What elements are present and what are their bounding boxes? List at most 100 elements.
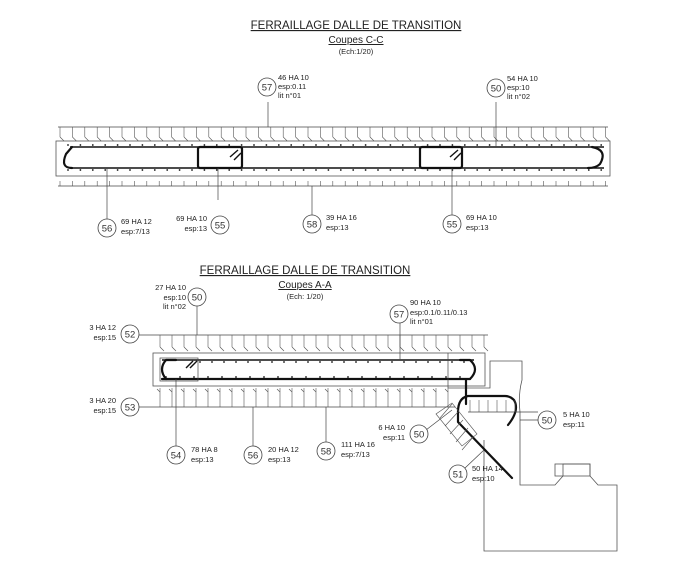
bar-dot (367, 361, 369, 363)
tick (320, 136, 325, 142)
bar-dot (116, 169, 119, 171)
tick (219, 346, 225, 352)
bar-dot (445, 376, 447, 378)
tick (518, 136, 524, 142)
bar-dot (377, 169, 379, 171)
bar-dot (501, 169, 503, 171)
tick (291, 346, 297, 352)
mark-circle (257, 77, 277, 97)
bar-dot (375, 376, 377, 378)
stirrup-left (159, 357, 199, 382)
bar-dot (104, 169, 107, 171)
bar-dot (235, 361, 237, 363)
stirrup-hook (229, 149, 239, 158)
tick (307, 136, 313, 142)
bar-dot (451, 361, 453, 363)
mark-number: 56 (102, 224, 113, 235)
mark-spacing: esp:0.1/0.11/0.13 (410, 308, 467, 317)
tick (243, 346, 249, 352)
tick (315, 346, 321, 352)
bar-dot (391, 361, 393, 363)
mark-label: 46 HA 10 (278, 73, 309, 82)
bar-dot (327, 144, 330, 146)
bar-dot (476, 144, 479, 146)
bar-dot (550, 144, 553, 146)
tick (171, 136, 176, 142)
tick (360, 388, 365, 393)
stirrup-hook (189, 360, 198, 369)
tick (406, 136, 412, 142)
mark-spacing: esp:15 (93, 406, 116, 415)
bar-dot (488, 169, 491, 171)
tick (420, 388, 425, 393)
mark-50: 50 27 HA 10 esp:10 lit n°02 (155, 283, 207, 311)
bar-dot (439, 144, 441, 146)
bar-dot (265, 169, 268, 171)
tick (192, 388, 197, 393)
bar-dot (240, 169, 243, 171)
tick (258, 136, 263, 142)
mark-spacing: esp:11 (383, 433, 405, 442)
bar-dot (377, 144, 379, 146)
bar-dot (347, 376, 349, 378)
tick (592, 136, 598, 142)
tick (339, 346, 345, 352)
slab-outline (55, 140, 611, 177)
top-bar-ticks (159, 335, 489, 352)
bar-dot (355, 361, 357, 363)
bar-dot (302, 169, 305, 171)
mark-spacing: esp:10 (472, 474, 495, 483)
bar-dot (235, 376, 237, 378)
tick (282, 136, 288, 142)
tick (375, 346, 381, 352)
bar-dot (178, 144, 181, 146)
tick (387, 346, 393, 352)
tick (332, 136, 338, 142)
section-subtitle: Coupes C-C (328, 35, 383, 46)
tick (96, 136, 102, 142)
section-scale: (Ech: 1/20) (287, 292, 324, 301)
mark-label: 69 HA 10 (466, 213, 497, 222)
mark-55: 55 69 HA 10 esp:13 (176, 214, 230, 235)
mark-number: 52 (125, 330, 136, 341)
mark-layer: lit n°02 (163, 302, 186, 311)
bar-dot (439, 361, 441, 363)
tick (327, 346, 333, 352)
mark-spacing: esp:10 (163, 293, 186, 302)
tick (555, 136, 561, 142)
bearing-block (554, 463, 591, 477)
bar-dot (538, 144, 541, 146)
bar-dot (319, 361, 321, 363)
bar-dot (166, 144, 169, 146)
bar-dot (525, 144, 528, 146)
mark-spacing: esp:13 (191, 455, 214, 464)
mark-label: 20 HA 12 (268, 445, 299, 454)
bar-dot (305, 376, 307, 378)
bar-dot (364, 169, 367, 171)
bar-dot (67, 144, 69, 146)
mark-number: 50 (491, 84, 502, 95)
tick (195, 346, 201, 352)
bar-dot (207, 376, 209, 378)
bar-dot (249, 376, 251, 378)
mark-50: 50 6 HA 10 esp:11 (378, 423, 429, 444)
tick (270, 136, 276, 142)
mark-number: 58 (321, 447, 332, 458)
bar-dot (240, 144, 243, 146)
bar-dot (116, 144, 119, 146)
mark-label: 27 HA 10 (155, 283, 186, 292)
bar-dot (414, 169, 417, 171)
bar-dot (223, 361, 225, 363)
bar-dot (91, 144, 94, 146)
tick (351, 346, 357, 352)
bar-dot (600, 144, 603, 146)
left-hook (62, 145, 74, 170)
mark-circle (389, 304, 409, 324)
tick (447, 346, 453, 352)
bar-dot (463, 361, 465, 363)
mark-spacing: esp:13 (326, 223, 349, 232)
right-hook (458, 358, 477, 381)
mark-50: 50 5 HA 10 esp:11 (537, 410, 590, 430)
tick (121, 136, 127, 142)
corbel-ticks (469, 400, 516, 412)
